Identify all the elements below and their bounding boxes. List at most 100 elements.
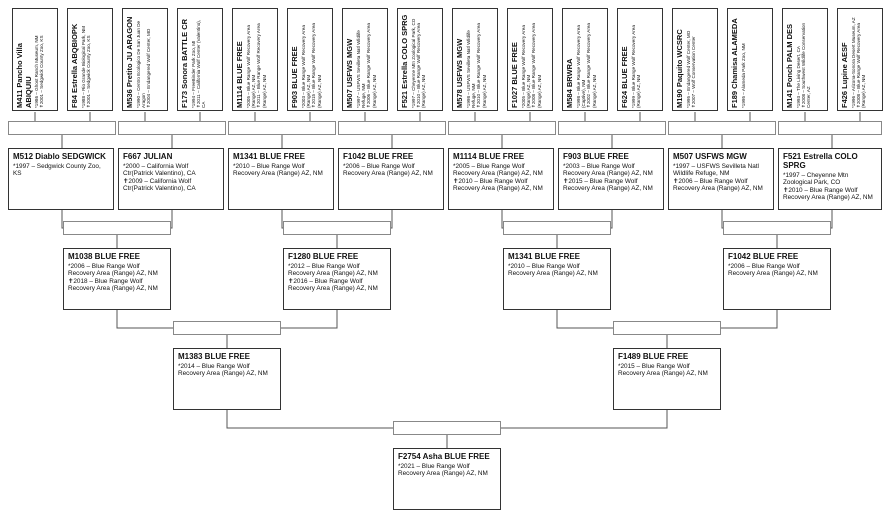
ancestor-info: *1998 – USFWS Sevilleta Natl Wildlife Re… bbox=[465, 23, 487, 108]
ancestor-info: *1997 – Sedgwick County Zoo, KS bbox=[13, 163, 101, 178]
ancestor-card-gen4[interactable]: F1027 BLUE FREE*2005 – Blue Range Wolf R… bbox=[507, 8, 553, 111]
ancestor-info: *2005 – Blue Range Wolf Recovery Area (R… bbox=[453, 163, 543, 193]
ancestor-name: M584 BRWRA bbox=[565, 58, 574, 108]
ancestor-name: F521 Estrella COLO SPRG bbox=[783, 152, 858, 170]
connector-caption bbox=[118, 121, 226, 135]
dam-card[interactable]: F1489 BLUE FREE *2015 – Blue Range Wolf R… bbox=[613, 348, 721, 410]
ancestor-name: M1114 BLUE FREE bbox=[453, 152, 525, 161]
ancestor-name: F426 Lupine AESF bbox=[840, 42, 849, 108]
ancestor-info: *2006 – Blue Range Wolf Recovery Area (R… bbox=[68, 263, 158, 293]
ancestor-name: F1027 BLUE FREE bbox=[510, 42, 519, 108]
ancestor-info: *2003 – Blue Range Wolf Recovery Area (R… bbox=[300, 23, 322, 108]
ancestor-card-gen3[interactable]: M507 USFWS MGW*1997 – USFWS Sevilleta Na… bbox=[668, 148, 774, 210]
ancestor-card-gen4[interactable]: F84 Estrella ABQBIOPK*1988 – Rio Grande … bbox=[67, 8, 113, 111]
ancestor-info: *2014 – Blue Range Wolf Recovery Area (R… bbox=[178, 363, 268, 378]
ancestor-card-gen4[interactable]: M141 Ponch PALM DES*1993 – The Living De… bbox=[782, 8, 828, 111]
ancestor-info: *2005 – Blue Range Wolf Recovery Area (R… bbox=[520, 23, 542, 108]
sire-card[interactable]: M1383 BLUE FREE *2014 – Blue Range Wolf R… bbox=[173, 348, 281, 410]
ancestor-info: *1999 – Blue Range Wolf Recovery Area (R… bbox=[630, 25, 641, 108]
ancestor-name: F84 Estrella ABQBIOPK bbox=[70, 23, 79, 108]
connector-caption bbox=[283, 221, 391, 235]
grandparent-card[interactable]: M1341 BLUE FREE*2010 – Blue Range Wolf R… bbox=[503, 248, 611, 310]
ancestor-name: M1383 BLUE FREE bbox=[178, 352, 251, 361]
ancestor-card-gen4[interactable]: M536 Pretito JU ARAGON*1990 – Centro Eco… bbox=[122, 8, 168, 111]
ancestor-info: *1990 – Centro Ecologico De San Juan De … bbox=[135, 20, 152, 108]
connector-caption bbox=[228, 121, 336, 135]
ancestor-card-gen4[interactable]: F903 BLUE FREE*2003 – Blue Range Wolf Re… bbox=[287, 8, 333, 111]
ancestor-name: F1280 BLUE FREE bbox=[288, 252, 359, 261]
grandparent-card[interactable]: F1042 BLUE FREE *2006 – Blue Range Wolf R… bbox=[723, 248, 831, 310]
ancestor-info: *2006 – Blue Range Wolf Recovery Area (R… bbox=[728, 263, 818, 278]
ancestor-card-gen3[interactable]: F903 BLUE FREE *2003 – Blue Range Wolf Re… bbox=[558, 148, 664, 210]
ancestor-card-gen3[interactable]: F667 JULIAN *2000 – California Wolf Ctr(P… bbox=[118, 148, 224, 210]
ancestor-card-gen3[interactable]: F1042 BLUE FREE *2006 – Blue Range Wolf R… bbox=[338, 148, 444, 210]
ancestor-info: *2006 – Blue Range Wolf Recovery Area (R… bbox=[343, 163, 433, 178]
ancestor-name: M512 Diablo SEDGWICK bbox=[13, 152, 106, 161]
grandparent-card[interactable]: M1038 BLUE FREE *2006 – Blue Range Wolf R… bbox=[63, 248, 171, 310]
ancestor-info: *2015 – Blue Range Wolf Recovery Area (R… bbox=[618, 363, 708, 378]
connector-caption bbox=[63, 221, 171, 235]
ancestor-card-gen4[interactable]: F189 Chamisa ALAMEDA*1995 – Alameda Park… bbox=[727, 8, 773, 111]
ancestor-name: M536 Pretito JU ARAGON bbox=[125, 16, 134, 108]
ancestor-name: F1042 BLUE FREE bbox=[343, 152, 414, 161]
ancestor-name: F903 BLUE FREE bbox=[290, 46, 299, 108]
ancestor-card-gen4[interactable]: F521 Estrella COLO SPRG*1997 – Cheyenne … bbox=[397, 8, 443, 111]
ancestor-info: *2012 – Blue Range Wolf Recovery Area (R… bbox=[288, 263, 378, 293]
ancestor-info: *1994 – FreeBinder Park Zoo, MI ✝2011 – … bbox=[190, 19, 207, 108]
ancestor-info: *1997 – Cheyenne Mtn Zoological Park, CO… bbox=[410, 18, 427, 108]
connector-caption bbox=[8, 121, 116, 135]
ancestor-info: *2003 – Blue Range Wolf Recovery Area (R… bbox=[563, 163, 653, 193]
ancestor-info: *1997 – USFWS Sevilleta Natl Wildlife Re… bbox=[355, 23, 377, 108]
ancestor-name: M578 USFWS MGW bbox=[455, 38, 464, 108]
ancestor-card-gen3[interactable]: M1341 BLUE FREE*2010 – Blue Range Wolf R… bbox=[228, 148, 334, 210]
ancestor-name: F903 BLUE FREE bbox=[563, 152, 629, 161]
ancestor-card-gen4[interactable]: M1114 BLUE FREE*2005 – Blue Range Wolf R… bbox=[232, 8, 278, 111]
grandparent-card[interactable]: F1280 BLUE FREE *2012 – Blue Range Wolf R… bbox=[283, 248, 391, 310]
ancestor-card-gen4[interactable]: M190 Paquito WCSRC*1995 – Endangered Wol… bbox=[672, 8, 718, 111]
ancestor-info: *1988 – Rio Grande Biological Park, NM ✝… bbox=[80, 26, 91, 108]
ancestor-info: *1986 – Ghost Ranch Museum, NM ✝2001 – S… bbox=[34, 35, 45, 108]
ancestor-info: *1997 – Cheyenne Mtn Zoological Park, CO… bbox=[783, 172, 873, 202]
ancestor-info: *2010 – Blue Range Wolf Recovery Area (R… bbox=[233, 163, 323, 178]
ancestor-info: *1995 – Alameda Park Zoo, NM bbox=[740, 43, 746, 108]
ancestor-name: F521 Estrella COLO SPRG bbox=[400, 14, 409, 108]
ancestor-card-gen3[interactable]: M512 Diablo SEDGWICK *1997 – Sedgwick Cou… bbox=[8, 148, 114, 210]
ancestor-card-gen4[interactable]: M507 USFWS MGW*1997 – USFWS Sevilleta Na… bbox=[342, 8, 388, 111]
ancestor-name: M141 Ponch PALM DES bbox=[785, 23, 794, 108]
connector-caption bbox=[338, 121, 446, 135]
ancestor-card-gen4[interactable]: F624 BLUE FREE*1999 – Blue Range Wolf Re… bbox=[617, 8, 663, 111]
subject-info: *2021 – Blue Range Wolf Recovery Area (R… bbox=[398, 463, 488, 478]
connector-caption bbox=[393, 421, 501, 435]
ancestor-info: *2000 – California Wolf Ctr(Patrick Vale… bbox=[123, 163, 196, 193]
connector-caption bbox=[668, 121, 776, 135]
connector-caption bbox=[558, 121, 666, 135]
ancestor-card-gen3[interactable]: M1114 BLUE FREE *2005 – Blue Range Wolf R… bbox=[448, 148, 554, 210]
ancestor-card-gen4[interactable]: F173 Sonora BATTLE CR*1994 – FreeBinder … bbox=[177, 8, 223, 111]
subject-name: F2754 Asha BLUE FREE bbox=[398, 452, 490, 461]
ancestor-name: M507 USFWS MGW bbox=[673, 152, 747, 161]
ancestor-info: *1996 – Arizona-Sonora Desert Museum, AZ… bbox=[850, 17, 867, 108]
ancestor-card-gen3[interactable]: F521 Estrella COLO SPRG *1997 – Cheyenne … bbox=[778, 148, 882, 210]
ancestor-name: M1341 BLUE FREE bbox=[508, 252, 581, 261]
ancestor-name: F173 Sonora BATTLE CR bbox=[180, 18, 189, 108]
ancestor-name: F189 Chamisa ALAMEDA bbox=[730, 18, 739, 108]
ancestor-name: F624 BLUE FREE bbox=[620, 46, 629, 108]
subject-card[interactable]: F2754 Asha BLUE FREE *2021 – Blue Range W… bbox=[393, 448, 501, 510]
ancestor-info: *2005 – Blue Range Wolf Recovery Area (R… bbox=[245, 23, 267, 108]
ancestor-card-gen4[interactable]: F426 Lupine AESF*1996 – Arizona-Sonora D… bbox=[837, 8, 883, 111]
ancestor-name: M1038 BLUE FREE bbox=[68, 252, 141, 261]
ancestor-card-gen4[interactable]: M584 BRWRA*1998 – Blue Range Wolf Recove… bbox=[562, 8, 608, 111]
ancestor-card-gen4[interactable]: M578 USFWS MGW*1998 – USFWS Sevilleta Na… bbox=[452, 8, 498, 111]
connector-caption bbox=[778, 121, 882, 135]
ancestor-card-gen4[interactable]: M411 Pancho Villa ABIQUIU*1986 – Ghost R… bbox=[12, 8, 58, 111]
ancestor-name: M507 USFWS MGW bbox=[345, 38, 354, 108]
ancestor-name: M411 Pancho Villa ABIQUIU bbox=[15, 43, 33, 108]
connector-caption bbox=[613, 321, 721, 335]
ancestor-info: *1998 – Blue Range Wolf Recovery Area (C… bbox=[575, 23, 597, 108]
ancestor-info: *1995 – Endangered Wolf Center, MO ✝2007… bbox=[685, 30, 696, 108]
ancestor-name: F1042 BLUE FREE bbox=[728, 252, 799, 261]
ancestor-name: F1489 BLUE FREE bbox=[618, 352, 689, 361]
ancestor-info: *1993 – The Living Desert, CA ✝2008 – So… bbox=[795, 22, 812, 108]
ancestor-name: F667 JULIAN bbox=[123, 152, 173, 161]
connector-caption bbox=[503, 221, 611, 235]
